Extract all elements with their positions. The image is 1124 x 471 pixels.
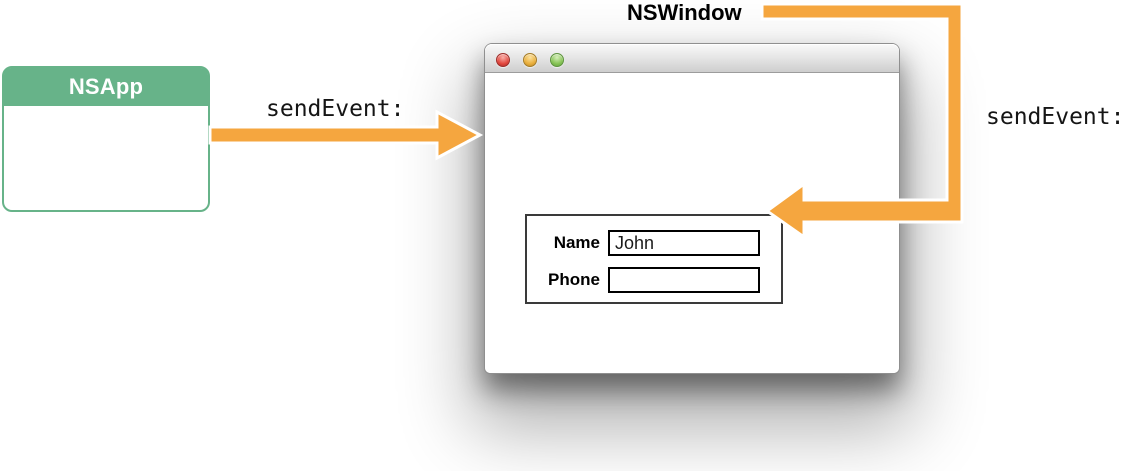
name-input[interactable] — [608, 230, 760, 256]
phone-field-label: Phone — [548, 270, 600, 289]
minimize-button[interactable] — [523, 53, 537, 67]
send-event-label-right: sendEvent: — [986, 104, 1124, 130]
nsapp-box-header: NSApp — [4, 68, 208, 106]
close-button[interactable] — [496, 53, 510, 67]
nswindow-label: NSWindow — [627, 0, 742, 25]
zoom-button[interactable] — [550, 53, 564, 67]
name-field-label: Name — [553, 233, 600, 252]
nsapp-box: NSApp — [2, 66, 210, 212]
window-content: Name Phone — [485, 73, 899, 373]
app-window: Name Phone — [484, 43, 900, 374]
nsapp-title: NSApp — [68, 74, 144, 99]
window-titlebar[interactable] — [485, 44, 899, 73]
form-group-box: Name Phone — [525, 214, 783, 304]
phone-input[interactable] — [608, 267, 760, 293]
send-event-label-left: sendEvent: — [266, 96, 405, 122]
